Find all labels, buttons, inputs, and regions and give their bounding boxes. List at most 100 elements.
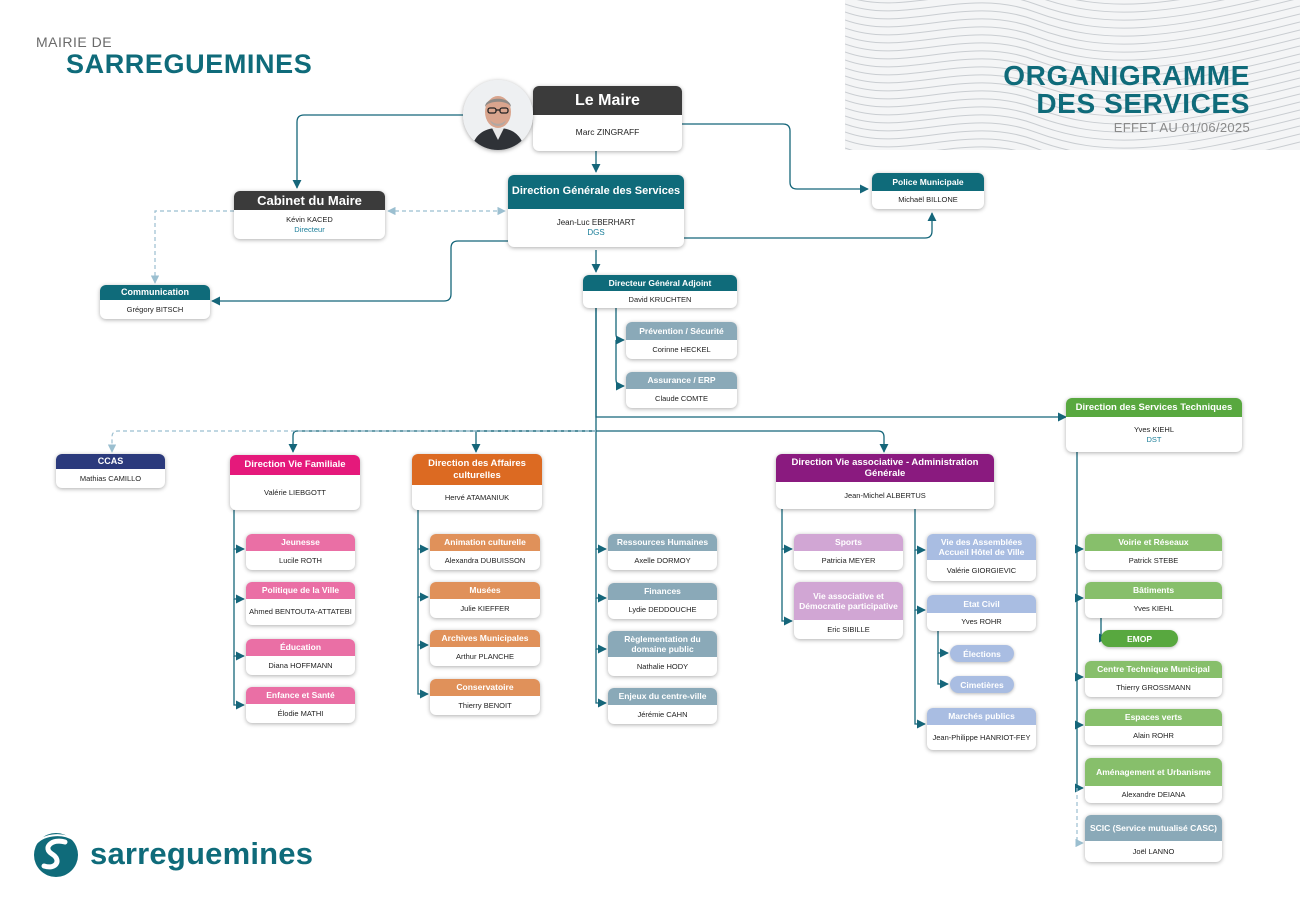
node-body: Julie KIEFFER	[430, 599, 540, 618]
node-title: Prévention / Sécurité	[626, 322, 737, 340]
node-title: Marchés publics	[927, 708, 1036, 725]
person-role: DGS	[587, 228, 605, 237]
person-name: Alain ROHR	[1133, 730, 1174, 740]
connector-line	[417, 510, 429, 554]
person-name: Patrick STEBE	[1128, 555, 1179, 565]
person-name: David KRUCHTEN	[628, 294, 692, 304]
node-assemblees: Vie des Assemblées Accueil Hôtel de Vill…	[927, 534, 1036, 581]
person-name: Nathalie HODY	[636, 661, 689, 671]
node-body: Eric SIBILLE	[794, 620, 903, 639]
person-name: Yves ROHR	[961, 617, 1002, 627]
connector-line	[417, 597, 429, 650]
node-title: Règlementation du domaine public	[608, 631, 717, 657]
node-body: Ahmed BENTOUTA-ATTATEBI	[246, 599, 355, 625]
node-body: Hervé ATAMANIUK	[412, 485, 542, 510]
node-body: Axelle DORMOY	[608, 551, 717, 570]
node-body: Mathias CAMILLO	[56, 469, 165, 488]
node-title: Enfance et Santé	[246, 687, 355, 704]
node-title: Direction des Affaires culturelles	[412, 454, 542, 485]
node-title: Jeunesse	[246, 534, 355, 551]
connector-line	[781, 509, 793, 554]
node-title: Vie associative et Démocratie participat…	[794, 582, 903, 620]
node-body: Grégory BITSCH	[100, 300, 210, 319]
node-elections: Élections	[950, 645, 1014, 662]
node-body: Alain ROHR	[1085, 726, 1222, 745]
connector-line	[914, 550, 926, 615]
person-name: Yves KIEHL	[1133, 424, 1175, 434]
connector-line	[233, 510, 245, 554]
node-cimetieres: Cimetières	[950, 676, 1014, 693]
node-title: Police Municipale	[872, 173, 984, 191]
person-name: Diana HOFFMANN	[268, 660, 333, 670]
person-name: Claude COMTE	[655, 393, 708, 403]
node-emop: EMOP	[1101, 630, 1178, 647]
person-name: Arthur PLANCHE	[456, 651, 514, 661]
node-body: Diana HOFFMANN	[246, 656, 355, 675]
node-title: Animation culturelle	[430, 534, 540, 551]
connector-line	[914, 509, 926, 555]
node-title: Etat Civil	[927, 595, 1036, 613]
node-title: Politique de la Ville	[246, 582, 355, 599]
node-body: David KRUCHTEN	[583, 291, 737, 308]
title-line-2: DES SERVICES	[1036, 88, 1250, 119]
person-name: Jérémie CAHN	[637, 709, 688, 719]
node-body: Yves ROHR	[927, 613, 1036, 631]
node-title: Espaces verts	[1085, 709, 1222, 726]
connector-line	[596, 430, 889, 453]
node-body: Jérémie CAHN	[608, 705, 717, 724]
mayor-photo	[463, 80, 533, 150]
person-name: Jean-Philippe HANRIOT-FEY	[932, 732, 1031, 742]
connector-line	[150, 210, 234, 284]
connector-line	[615, 340, 625, 391]
person-name: Hervé ATAMANIUK	[444, 492, 510, 502]
node-title: SCIC (Service mutualisé CASC)	[1085, 815, 1222, 841]
node-title: Bâtiments	[1085, 582, 1222, 599]
person-name: Eric SIBILLE	[827, 624, 870, 634]
person-name: Thierry BENOIT	[458, 700, 512, 710]
node-dva: Direction Vie associative - Administrati…	[776, 454, 994, 509]
node-body: Lucile ROTH	[246, 551, 355, 570]
node-title: Communication	[100, 285, 210, 300]
title-line-1: ORGANIGRAMME	[1003, 60, 1250, 91]
person-name: Jean-Michel ALBERTUS	[844, 490, 926, 500]
node-body: Élodie MATHI	[246, 704, 355, 723]
connector-line	[292, 114, 463, 189]
person-name: Michaël BILLONE	[898, 195, 958, 205]
node-body: Patricia MEYER	[794, 551, 903, 570]
node-title: Archives Municipales	[430, 630, 540, 647]
node-title: Ressources Humaines	[608, 534, 717, 551]
node-body: Lydie DEDDOUCHE	[608, 600, 717, 619]
node-title: Voirie et Réseaux	[1085, 534, 1222, 551]
mairie-de-label: MAIRIE DE	[36, 34, 113, 50]
connector-line	[615, 307, 625, 345]
person-name: Valérie GIORGIEVIC	[946, 565, 1017, 575]
connector-line	[781, 549, 793, 626]
person-role: Directeur	[294, 224, 325, 234]
connector-line	[1074, 452, 1084, 554]
connector-line	[107, 430, 596, 453]
node-title: Sports	[794, 534, 903, 551]
sarreguemines-logo-icon	[33, 833, 78, 877]
node-title: Direction Vie Familiale	[230, 455, 360, 475]
connector-line	[1074, 677, 1084, 730]
connector-line	[1074, 549, 1084, 603]
connector-line	[937, 653, 949, 689]
node-title: Le Maire	[533, 86, 682, 115]
